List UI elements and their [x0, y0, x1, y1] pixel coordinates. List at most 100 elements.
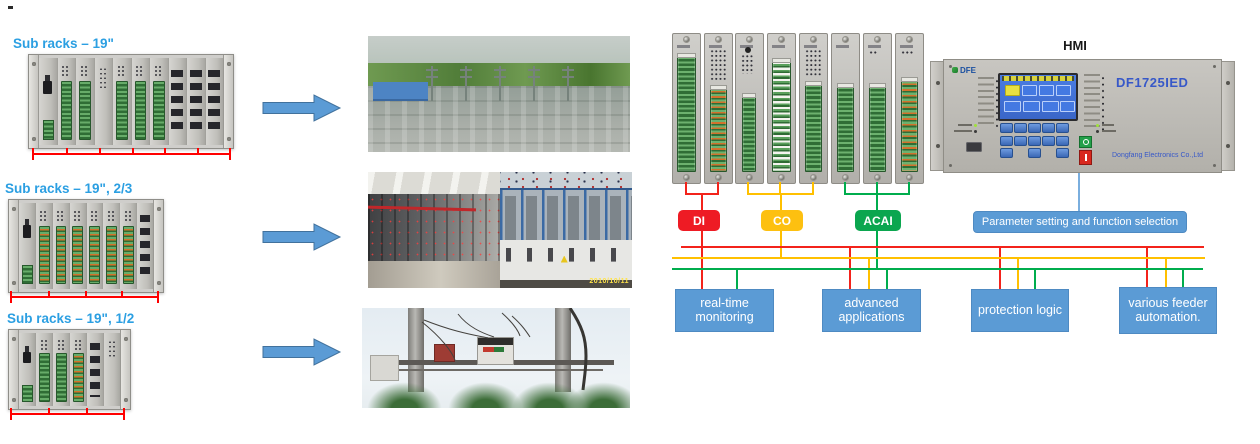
io-module-card	[863, 33, 892, 184]
photo-recloser-device	[477, 337, 515, 365]
keypad	[1000, 123, 1076, 161]
rack-slot	[103, 203, 120, 289]
width-measure-line	[32, 148, 231, 160]
photo-switchgear: 2010/10/11	[500, 172, 632, 288]
signal-line	[812, 182, 814, 193]
signal-line	[1034, 268, 1036, 289]
valid-led	[974, 124, 977, 127]
rack-slots	[19, 333, 120, 406]
power-off-button	[1079, 150, 1092, 165]
signal-line	[1165, 257, 1167, 289]
rack-slot	[19, 333, 35, 406]
signal-line	[908, 182, 910, 193]
function-box-protection-logic: protection logic	[971, 289, 1069, 332]
right-arrow	[262, 338, 342, 366]
rack-slot	[70, 333, 86, 406]
lcd-screen	[998, 73, 1078, 121]
remote-led	[1096, 130, 1099, 133]
function-box-advanced-applications: advanced applications	[822, 289, 921, 332]
hmi-front-panel: DFE DF1725IED	[943, 59, 1222, 173]
io-module-card	[831, 33, 860, 184]
function-box-feeder-automation: various feeder automation.	[1119, 287, 1217, 334]
rack-slot	[69, 203, 86, 289]
signal-line	[780, 195, 782, 211]
rack-slot	[35, 203, 52, 289]
rack-slot	[19, 203, 35, 289]
signal-line	[701, 195, 703, 211]
stray-mark	[8, 6, 13, 9]
io-module-card	[704, 33, 733, 184]
signal-line	[876, 182, 878, 193]
photo-substation-aerial	[368, 36, 630, 152]
photo-tower	[494, 66, 506, 101]
sub-rack-19-1-2-image	[8, 329, 131, 410]
screen-title-bar	[1002, 76, 1074, 81]
rack-slot	[52, 203, 69, 289]
di-bracket	[685, 193, 719, 195]
acai-bracket	[844, 193, 910, 195]
signal-line	[849, 246, 851, 289]
rack-slot	[104, 333, 120, 406]
signal-line	[779, 182, 781, 193]
photo-control-room	[368, 172, 500, 288]
rack-slots	[19, 203, 153, 289]
signal-line	[876, 231, 878, 269]
rack-rail	[29, 55, 39, 148]
rack-slot	[137, 203, 153, 289]
signal-line	[780, 231, 782, 258]
interlock-led	[974, 130, 977, 133]
hmi-title: HMI	[1063, 38, 1087, 53]
photo-tower	[425, 66, 438, 101]
rack-slot	[187, 58, 205, 145]
signal-line	[876, 195, 878, 211]
signal-line	[701, 231, 703, 289]
green-bus-line	[672, 268, 1203, 270]
photo-wires	[421, 308, 588, 391]
signal-line	[1182, 268, 1184, 289]
rack-slot	[39, 58, 57, 145]
rack-rail	[9, 330, 19, 409]
led-column	[978, 77, 999, 127]
photo-timestamp: 2010/10/11	[589, 278, 629, 285]
warning-triangle-icon	[560, 255, 568, 263]
io-module-card	[672, 33, 701, 184]
hmi-link-line	[1078, 173, 1080, 211]
company-name: Dongfang Electronics Co.,Ltd	[1112, 152, 1204, 159]
mounting-ear	[1220, 61, 1235, 171]
photo-floor-strip	[500, 279, 632, 288]
local-led	[1096, 124, 1099, 127]
signal-line	[999, 246, 1001, 289]
rack-rail	[153, 200, 163, 292]
signal-line	[868, 257, 870, 289]
signal-line	[747, 182, 749, 193]
signal-line	[736, 268, 738, 289]
signal-line	[886, 268, 888, 289]
serial-port	[966, 142, 982, 152]
photo-blue-building	[373, 82, 429, 99]
rack-slot	[87, 333, 103, 406]
rack-slot	[57, 58, 75, 145]
photo-floor	[368, 261, 500, 288]
sub-rack-19-2-3-image	[8, 199, 164, 293]
rack-rail	[223, 55, 233, 148]
photo-control-room-switchgear: 2010/10/11	[368, 172, 632, 288]
rack-rail	[120, 330, 130, 409]
rack-slot	[94, 58, 112, 145]
acai-group-box: ACAI	[855, 210, 901, 231]
photo-white-box	[370, 355, 399, 381]
photo-cabinet-fronts	[500, 240, 632, 280]
photo-pine	[447, 382, 523, 408]
photo-sky	[368, 36, 630, 63]
io-module-card	[735, 33, 764, 184]
sub-rack-19-image	[28, 54, 234, 149]
photo-crossarm-rail	[383, 369, 604, 371]
rack-slots	[39, 58, 223, 145]
power-on-button	[1079, 136, 1092, 148]
photo-pine	[565, 382, 630, 408]
co-group-box: CO	[761, 210, 803, 231]
red-bus-line	[681, 246, 1204, 248]
width-measure-line	[10, 408, 125, 420]
hmi-device: DFE DF1725IED	[930, 59, 1235, 173]
rack-slot	[53, 333, 69, 406]
rack-slot	[120, 203, 137, 289]
